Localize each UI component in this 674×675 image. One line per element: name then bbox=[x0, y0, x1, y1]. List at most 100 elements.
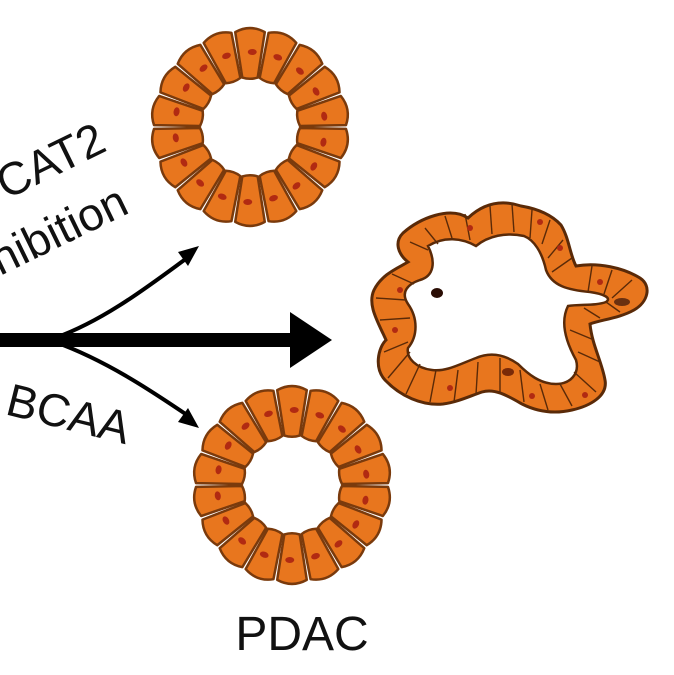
tumor-nucleus bbox=[597, 279, 603, 285]
cell-nucleus bbox=[173, 107, 180, 117]
tumor-cell-boundary bbox=[475, 361, 479, 395]
cell-nucleus bbox=[238, 537, 247, 545]
cell-nucleus bbox=[222, 52, 231, 59]
upper-branch-arrow bbox=[54, 256, 189, 340]
tumor-cell-boundary bbox=[375, 297, 407, 301]
tumor-nucleus bbox=[431, 288, 443, 298]
tumor-cell-boundary bbox=[611, 279, 633, 299]
cell-nucleus bbox=[217, 193, 227, 200]
arrow-group bbox=[0, 246, 332, 428]
tumor-cell-boundary bbox=[539, 383, 549, 411]
tumor-cell-boundary bbox=[603, 269, 613, 295]
lower-label: BCAA bbox=[2, 373, 136, 454]
cell-nucleus bbox=[224, 441, 232, 450]
tumor-cell-boundary bbox=[453, 369, 459, 403]
tumor-cell-boundary bbox=[587, 265, 593, 293]
cell-nucleus bbox=[264, 410, 273, 417]
cell-nucleus bbox=[172, 133, 179, 143]
tumor-inner-lumen bbox=[403, 233, 610, 386]
tumor-cell-boundary bbox=[383, 341, 409, 353]
tumor-cell-boundary bbox=[529, 209, 533, 239]
organoid-cell bbox=[244, 389, 284, 443]
tumor-nucleus bbox=[529, 393, 535, 399]
organoid-cell bbox=[337, 452, 392, 486]
cell-nucleus bbox=[243, 198, 253, 205]
organoid-cell bbox=[295, 94, 350, 128]
cell-nucleus bbox=[215, 465, 222, 475]
tumor-cell-boundary bbox=[391, 273, 415, 285]
cell-nucleus bbox=[321, 111, 328, 121]
tumor-nucleus bbox=[537, 219, 543, 225]
cell-nucleus bbox=[311, 553, 320, 560]
tumor-nucleus bbox=[502, 368, 514, 376]
cell-nucleus bbox=[285, 556, 295, 563]
tumor-cell-boundary bbox=[583, 307, 601, 319]
cell-nucleus bbox=[352, 520, 360, 529]
cell-nucleus bbox=[312, 87, 320, 96]
cell-nucleus bbox=[222, 516, 230, 525]
tumor-cell-boundary bbox=[577, 351, 601, 363]
main-arrow-shaft bbox=[0, 333, 292, 347]
tumor-cell-boundary bbox=[519, 369, 525, 403]
cell-nucleus bbox=[273, 54, 283, 61]
cell-nucleus bbox=[180, 158, 188, 167]
tumor-nucleus bbox=[467, 225, 473, 231]
tumor-cell-boundary bbox=[489, 205, 493, 235]
cell-nucleus bbox=[292, 182, 301, 190]
tumor-cell-boundary bbox=[569, 329, 595, 341]
cell-nucleus bbox=[315, 412, 325, 419]
tumor-nucleus bbox=[614, 298, 630, 306]
tumor-cell-boundary bbox=[424, 227, 439, 245]
cell-nucleus bbox=[259, 551, 269, 558]
cell-nucleus bbox=[295, 67, 304, 75]
organoid-cell bbox=[258, 169, 298, 223]
tumor-nucleus bbox=[392, 327, 398, 333]
lower-organoid bbox=[192, 384, 392, 586]
organoid-cell bbox=[202, 31, 242, 85]
cell-nucleus bbox=[320, 137, 327, 147]
cell-nucleus bbox=[196, 179, 205, 187]
cell-nucleus bbox=[214, 491, 221, 501]
cell-nucleus bbox=[354, 445, 362, 454]
tumor-cell-boundary bbox=[429, 369, 437, 403]
tumor-cell-boundary bbox=[379, 317, 411, 321]
upper-organoid bbox=[150, 26, 350, 228]
cell-nucleus bbox=[310, 162, 318, 171]
tumor-cell-boundary bbox=[409, 241, 429, 251]
cell-nucleus bbox=[241, 422, 250, 430]
cell-nucleus bbox=[289, 407, 299, 414]
cell-nucleus bbox=[363, 469, 370, 479]
tumor-cell-boundary bbox=[511, 203, 515, 233]
cell-nucleus bbox=[337, 425, 346, 433]
cell-nucleus bbox=[334, 540, 343, 548]
organoid-cell bbox=[300, 527, 340, 581]
lower-branch-arrowhead bbox=[178, 408, 199, 428]
organoid-cell bbox=[150, 126, 205, 160]
right-tumor-structure bbox=[370, 201, 649, 414]
main-arrow-head bbox=[290, 312, 332, 368]
upper-branch-arrowhead bbox=[178, 246, 199, 266]
tumor-cell-boundaries bbox=[375, 203, 633, 411]
tumor-nuclei bbox=[392, 219, 630, 399]
tumor-nucleus bbox=[447, 385, 453, 391]
lower-branch-arrow bbox=[54, 340, 189, 417]
tumor-nucleus bbox=[582, 392, 588, 398]
cell-nucleus bbox=[362, 495, 369, 505]
tumor-cell-boundary bbox=[573, 371, 597, 393]
tumor-cell-boundary bbox=[559, 383, 573, 407]
tumor-cell-boundary bbox=[444, 215, 453, 239]
tumor-nucleus bbox=[397, 287, 403, 293]
tumor-cell-boundary bbox=[541, 219, 551, 245]
cell-nucleus bbox=[182, 83, 190, 92]
tumor-cell-boundary bbox=[547, 239, 564, 259]
tumor-cell-boundary bbox=[551, 257, 573, 273]
cell-nucleus bbox=[199, 64, 208, 72]
tumor-cell-boundary bbox=[405, 363, 421, 395]
organoid-cell bbox=[192, 484, 247, 518]
tumor-cell-boundary bbox=[605, 301, 621, 313]
cell-nucleus bbox=[247, 49, 257, 56]
pdac-label: PDAC bbox=[235, 608, 368, 661]
tumor-cell-boundary bbox=[387, 351, 411, 379]
tumor-nucleus bbox=[557, 245, 563, 251]
